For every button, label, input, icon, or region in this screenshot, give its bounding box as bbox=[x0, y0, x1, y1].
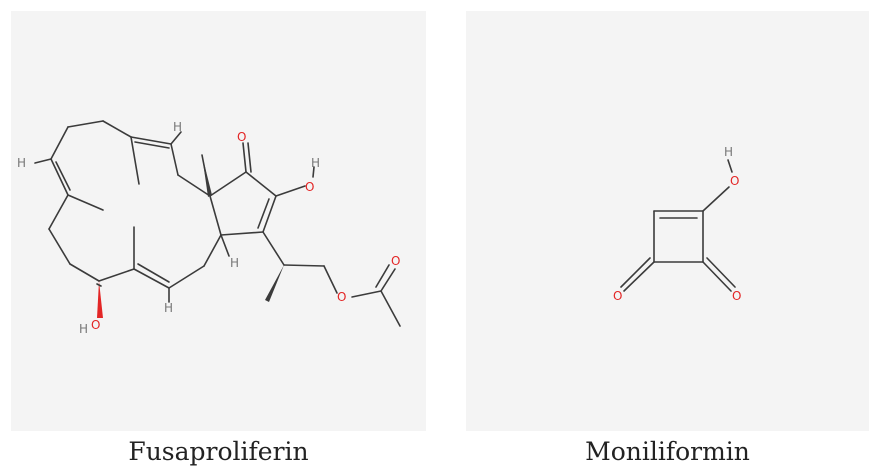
atom-label-h: H bbox=[173, 120, 182, 134]
moniliformin-structure: H O O O bbox=[613, 145, 741, 303]
atom-label-o: O bbox=[91, 318, 100, 332]
structure-panel-fusaproliferin: H H O H O H H O O H O bbox=[11, 11, 426, 431]
atom-label-o: O bbox=[237, 130, 246, 144]
atom-label-o: O bbox=[613, 289, 622, 303]
fusaproliferin-bonds bbox=[34, 120, 401, 327]
atom-label-h: H bbox=[17, 156, 26, 170]
atom-label-h: H bbox=[230, 256, 239, 270]
wedge-bond bbox=[97, 281, 103, 318]
atom-label-o: O bbox=[337, 290, 346, 304]
wedge-bond bbox=[202, 155, 212, 197]
atom-label-o: O bbox=[305, 180, 314, 194]
structure-panel-moniliformin: H O O O bbox=[466, 11, 869, 431]
atom-label-o: O bbox=[732, 289, 741, 303]
molecule-name-moniliformin: Moniliformin bbox=[585, 437, 750, 466]
hash-bond bbox=[96, 283, 102, 287]
atom-label-o: O bbox=[391, 254, 400, 268]
atom-label-o: O bbox=[730, 174, 739, 188]
atom-label-h: H bbox=[724, 145, 733, 159]
fusaproliferin-structure: H H O H O H H O O H O bbox=[17, 120, 401, 336]
atom-label-h: H bbox=[79, 322, 88, 336]
molecule-name-fusaproliferin: Fusaproliferin bbox=[128, 437, 309, 466]
atom-label-h: H bbox=[164, 301, 173, 315]
atom-label-h: H bbox=[311, 156, 320, 170]
moniliformin-bonds bbox=[620, 159, 736, 292]
wedge-bond bbox=[265, 265, 284, 302]
